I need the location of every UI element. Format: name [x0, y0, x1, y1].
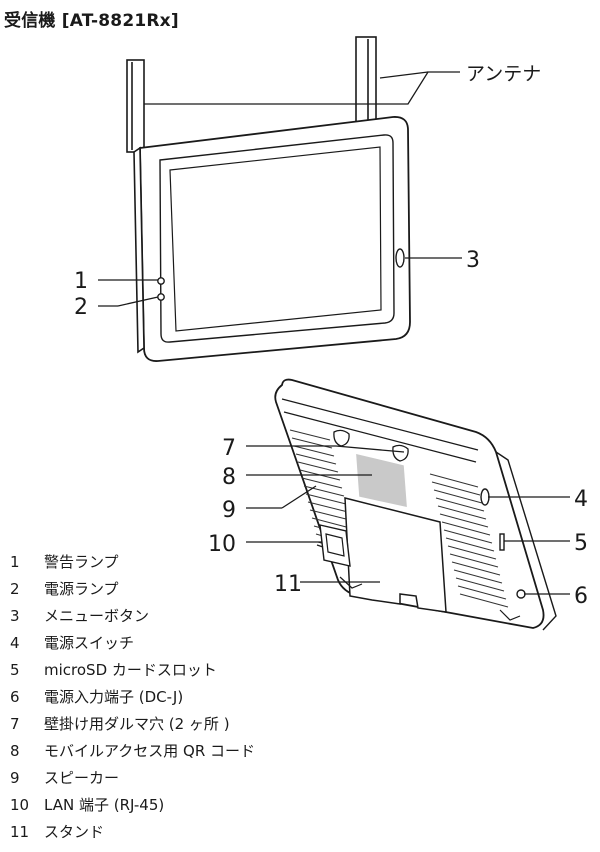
legend-number: 9: [10, 769, 20, 787]
legend-label: モバイルアクセス用 QR コード: [44, 742, 256, 760]
callout-7: 7: [222, 436, 236, 461]
legend-item: 11 スタンド: [10, 819, 330, 846]
callout-antenna: アンテナ: [466, 63, 541, 85]
legend-label: スタンド: [44, 823, 105, 841]
lan-port: [316, 524, 351, 567]
legend-label: 警告ランプ: [44, 553, 119, 571]
callout-9: 9: [222, 498, 236, 523]
legend-label: LAN 端子 (RJ-45): [44, 796, 165, 814]
callout-1: 1: [74, 269, 88, 294]
legend-label: スピーカー: [44, 769, 120, 787]
callout-5: 5: [574, 531, 588, 556]
legend-item: 10 LAN 端子 (RJ-45): [10, 792, 330, 819]
legend-number: 6: [10, 688, 20, 706]
legend-label: 電源入力端子 (DC-J): [44, 688, 184, 706]
legend-item: 6 電源入力端子 (DC-J): [10, 684, 330, 711]
callout-3: 3: [466, 248, 480, 273]
microsd-slot: [499, 533, 505, 551]
legend-label: 電源スイッチ: [44, 634, 135, 652]
callout-8: 8: [222, 465, 236, 490]
legend-label: メニューボタン: [44, 607, 150, 625]
legend-label: 電源ランプ: [44, 580, 119, 598]
callout-6: 6: [574, 584, 588, 609]
legend-number: 5: [10, 661, 20, 679]
front-screen-bezel: [159, 134, 395, 343]
warning-lamp: [157, 277, 165, 285]
front-screen: [169, 146, 382, 332]
legend-item: 1 警告ランプ: [10, 549, 330, 576]
page-title: 受信機 [AT-8821Rx]: [4, 11, 179, 31]
legend-item: 5 microSD カードスロット: [10, 657, 330, 684]
legend-number: 2: [10, 580, 20, 598]
legend-label: 壁掛け用ダルマ穴 (2 ヶ所 ): [44, 715, 230, 733]
legend-item: 4 電源スイッチ: [10, 630, 330, 657]
legend-number: 10: [10, 796, 30, 814]
legend-number: 3: [10, 607, 20, 625]
callout-11: 11: [274, 572, 302, 597]
wall-mount-hole-1: [333, 429, 350, 447]
front-housing: [139, 116, 411, 362]
power-lamp: [157, 293, 165, 301]
legend-number: 4: [10, 634, 20, 652]
legend-item: 2 電源ランプ: [10, 576, 330, 603]
callout-4: 4: [574, 487, 588, 512]
legend-number: 7: [10, 715, 20, 733]
legend-item: 3 メニューボタン: [10, 603, 330, 630]
callout-10: 10: [208, 532, 236, 557]
back-view: [246, 378, 570, 631]
legend-number: 11: [10, 823, 30, 841]
antenna-left: [126, 59, 145, 153]
legend-number: 1: [10, 553, 20, 571]
menu-button: [395, 248, 405, 268]
power-switch: [480, 488, 490, 506]
callout-2: 2: [74, 295, 88, 320]
front-view: [98, 36, 462, 362]
antenna-right: [355, 36, 377, 126]
legend-number: 8: [10, 742, 20, 760]
stand: [344, 497, 447, 613]
dc-input-jack: [516, 589, 526, 599]
legend-item: 9 スピーカー: [10, 765, 330, 792]
wall-mount-hole-2: [392, 444, 409, 462]
legend-item: 7 壁掛け用ダルマ穴 (2 ヶ所 ): [10, 711, 330, 738]
legend-label: microSD カードスロット: [44, 661, 217, 679]
qr-code-area: [356, 453, 407, 508]
parts-legend: 1 警告ランプ 2 電源ランプ 3 メニューボタン 4 電源スイッチ 5 microSD …: [10, 549, 330, 846]
legend-item: 8 モバイルアクセス用 QR コード: [10, 738, 330, 765]
